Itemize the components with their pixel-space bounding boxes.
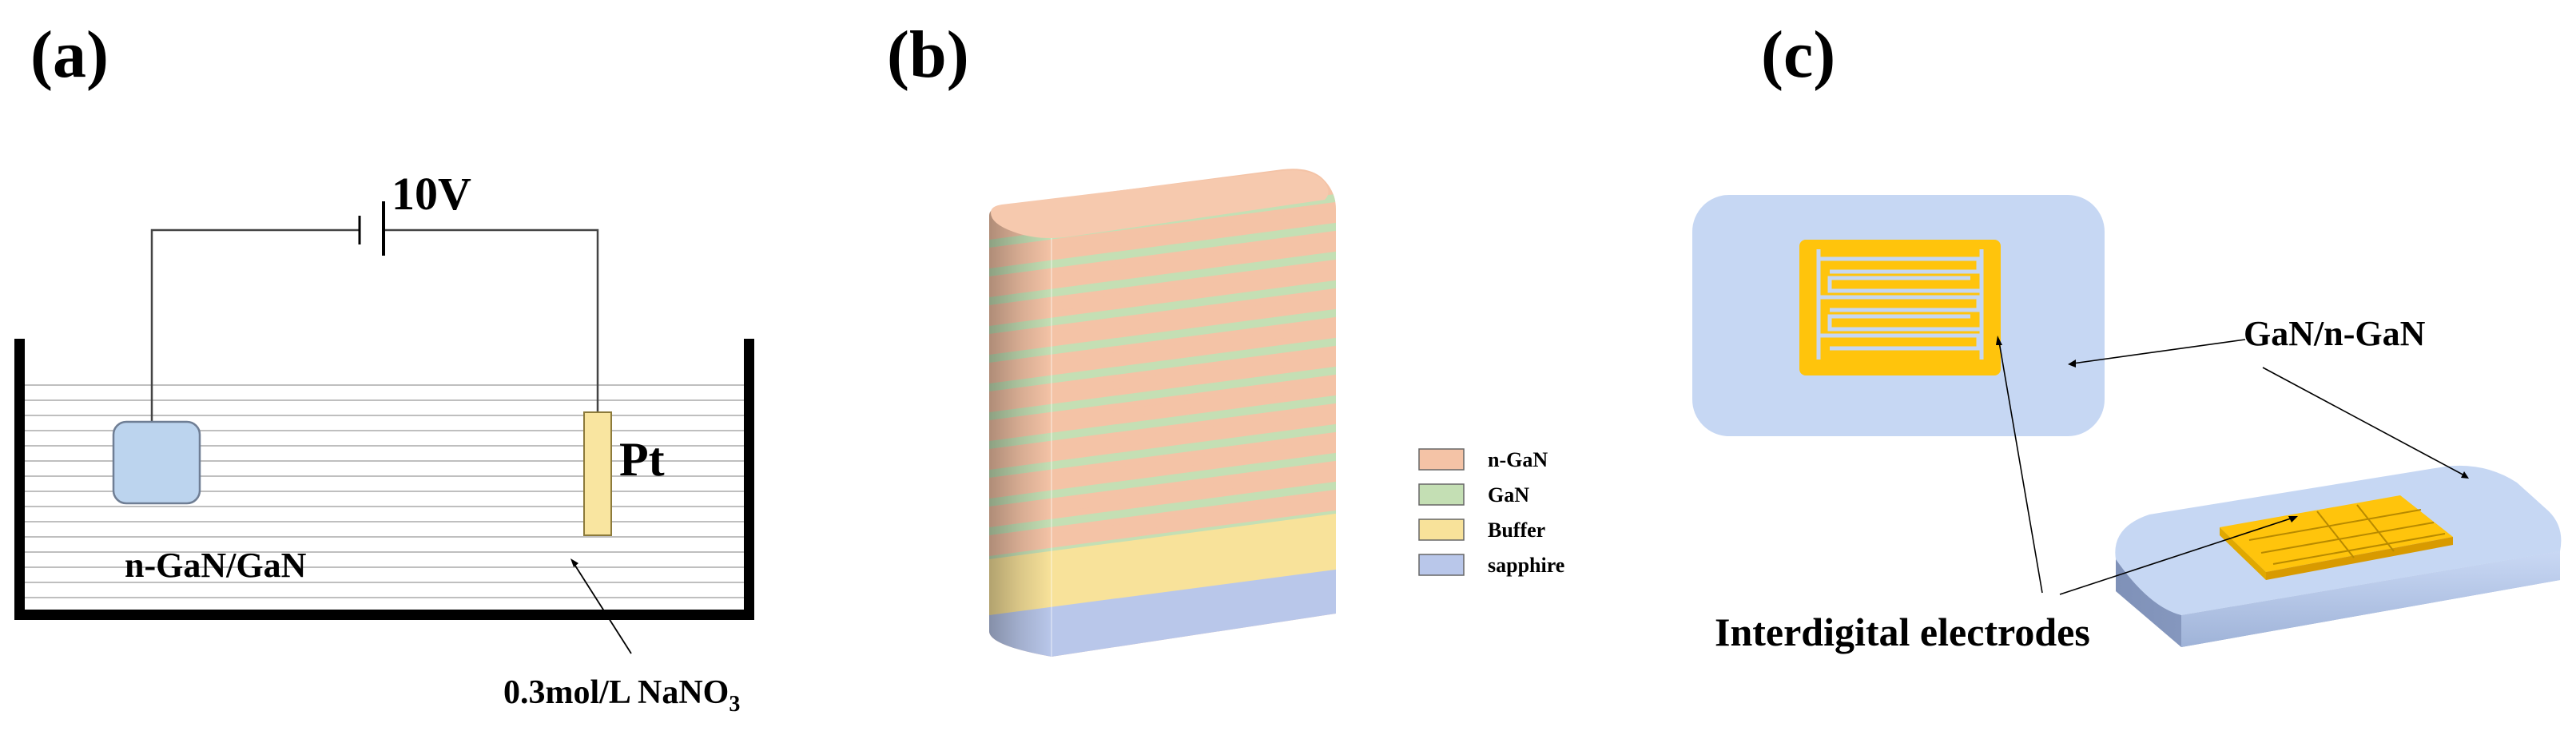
gan-layer-stripe [989,207,1336,264]
legend-swatch [1418,448,1465,471]
layer-stack [989,169,1336,669]
substrate-3d-view [2115,465,2562,647]
gan-layer-stripe [989,308,1336,364]
gan-layer-stripe [989,480,1336,537]
pt-electrode [583,411,612,536]
gan-layer-stripe [989,264,1336,321]
circuit-wires [150,228,599,423]
panel-b-label: (b) [887,18,969,92]
legend-label: n-GaN [1488,448,1548,471]
gan-layer-stripe [989,250,1336,307]
pt-label: Pt [619,433,665,486]
panel-b: (b) n-GaN GaN Buffer sapphire [887,18,1564,669]
gan-layer-stripe [989,423,1336,479]
gan-layer-stripe [989,351,1336,407]
stack-top-face [991,170,1329,238]
gan-layer-stripe [989,379,1336,436]
voltage-label: 10V [392,168,471,220]
gan-layer-stripe [989,437,1336,494]
panel-c-label: (c) [1761,18,1835,92]
sample-electrode [112,420,201,505]
legend: n-GaN GaN Buffer sapphire [1418,448,1564,577]
legend-swatch [1418,483,1465,506]
legend-label: Buffer [1488,518,1545,542]
substrate-label: GaN/n-GaN [2244,314,2426,353]
legend-label: GaN [1488,483,1529,507]
electrolyte-label: 0.3mol/L NaNO3 [503,674,740,717]
gan-layer-stripe [989,451,1336,508]
gan-layer-stripe [989,322,1336,379]
gan-layer-stripe [989,293,1336,350]
gan-layer-stripe [989,279,1336,336]
sample-label: n-GaN/GaN [125,546,307,585]
legend-swatch [1418,554,1465,576]
interdigital-electrode-top-view [1799,240,2001,375]
panel-c: (c) [1692,18,2562,654]
annotation-pointers [1998,339,2467,595]
gan-layer-stripe [989,408,1336,465]
gan-layer-stripe [989,221,1336,278]
gan-layer-stripe [989,495,1336,551]
panel-a-label: (a) [30,18,109,92]
gan-layer-stripe [989,394,1336,451]
gan-layer-stripe [989,336,1336,393]
gan-layer-stripe [989,365,1336,422]
legend-swatch [1418,518,1465,541]
gan-layer-stripe [989,466,1336,522]
panel-a: (a) 10V n-GaN/GaN Pt [14,18,754,717]
electrolyte-pointer [570,558,632,654]
legend-label: sapphire [1488,554,1564,577]
electrode-label: Interdigital electrodes [1715,610,2090,654]
beaker [14,339,754,620]
gan-layer-stripe [989,236,1336,292]
battery-icon [358,201,385,256]
